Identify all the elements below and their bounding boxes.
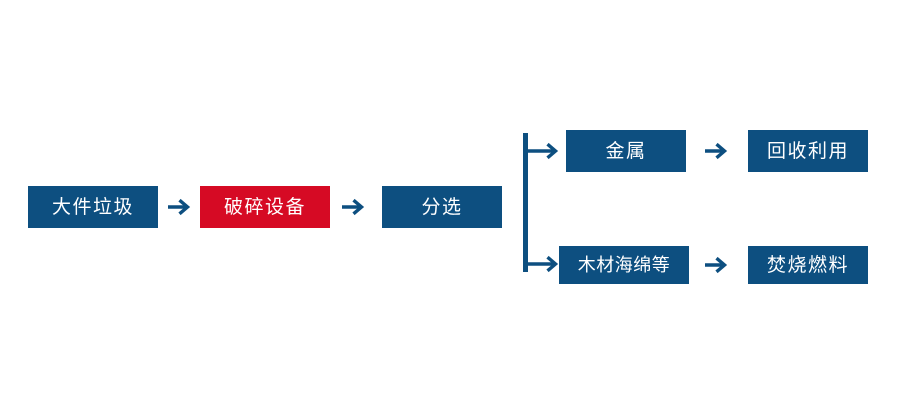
node-sorting-label: 分选: [421, 196, 463, 218]
vertical-split-trunk: [523, 133, 528, 272]
node-metal[interactable]: 金属: [566, 130, 686, 172]
node-sorting[interactable]: 分选: [382, 186, 502, 228]
node-crusher-equipment[interactable]: 破碎设备: [200, 186, 330, 228]
node-wood-sponge-etc[interactable]: 木材海绵等: [559, 246, 689, 284]
arrow-bulky-to-crusher-icon: [166, 194, 192, 220]
branch-arrow-to-metal-icon: [526, 138, 562, 164]
node-bulky-waste-label: 大件垃圾: [51, 196, 134, 218]
node-recycling-reuse-label: 回收利用: [766, 140, 849, 162]
node-incineration-fuel-label: 焚烧燃料: [766, 254, 849, 276]
branch-arrow-to-wood-icon: [526, 251, 562, 277]
node-bulky-waste[interactable]: 大件垃圾: [28, 186, 158, 228]
node-metal-label: 金属: [605, 140, 647, 162]
arrow-crusher-to-sorting-icon: [340, 194, 366, 220]
arrow-metal-to-recycling-icon: [703, 138, 729, 164]
node-wood-sponge-etc-label: 木材海绵等: [577, 255, 671, 275]
node-crusher-equipment-label: 破碎设备: [223, 196, 306, 218]
node-recycling-reuse[interactable]: 回收利用: [748, 130, 868, 172]
arrow-wood-to-incineration-icon: [703, 252, 729, 278]
node-incineration-fuel[interactable]: 焚烧燃料: [748, 246, 868, 284]
